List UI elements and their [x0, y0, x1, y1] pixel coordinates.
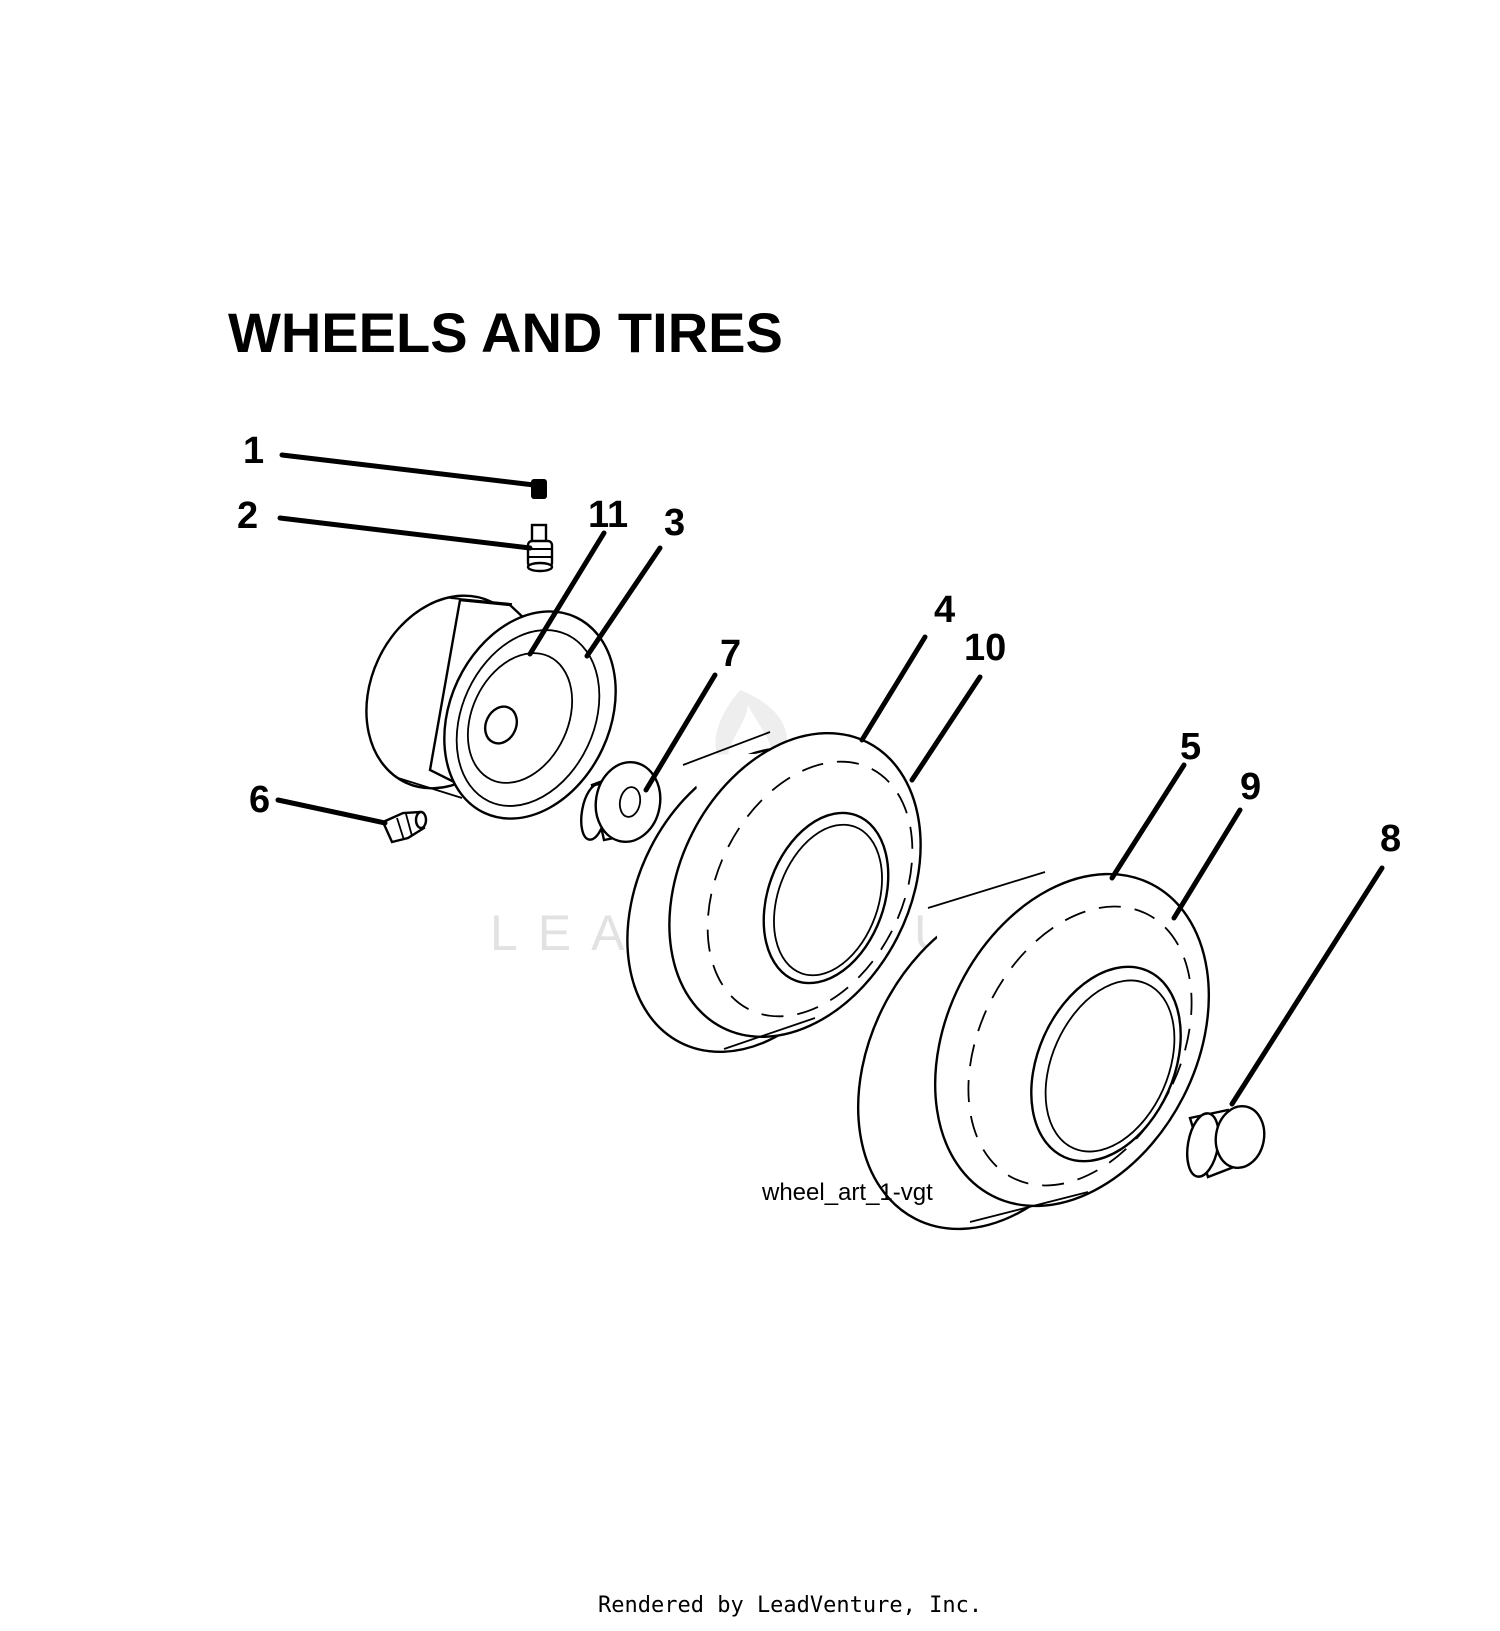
grease-fitting[interactable]	[381, 810, 428, 844]
wheel-rim[interactable]	[336, 569, 648, 847]
callout-7[interactable]: 7	[720, 633, 741, 675]
callout-4[interactable]: 4	[934, 589, 955, 631]
leader-2	[277, 515, 533, 551]
leader-lines	[275, 452, 1385, 1107]
leader-9	[1171, 807, 1243, 921]
leader-6	[275, 797, 388, 826]
callout-2[interactable]: 2	[237, 495, 258, 537]
footer-credit: Rendered by LeadVenture, Inc.	[598, 1593, 982, 1618]
leader-4	[859, 634, 928, 743]
callout-1[interactable]: 1	[243, 430, 264, 472]
bushing[interactable]	[577, 757, 666, 847]
leader-7	[643, 672, 718, 793]
hub-cap[interactable]	[1183, 1102, 1269, 1179]
callouts: 1 2 11 3 7 4 10 5 9 8 6	[237, 430, 1401, 860]
callout-11[interactable]: 11	[588, 494, 628, 536]
leader-1	[279, 452, 537, 488]
leader-10	[909, 674, 983, 783]
callout-6[interactable]: 6	[249, 779, 270, 821]
front-tire[interactable]	[578, 690, 970, 1095]
rear-tire[interactable]	[804, 827, 1263, 1275]
callout-9[interactable]: 9	[1240, 766, 1261, 808]
diagram-title: WHEELS AND TIRES	[228, 301, 783, 364]
callout-5[interactable]: 5	[1180, 726, 1201, 768]
art-reference: wheel_art_1-vgt	[761, 1179, 933, 1206]
callout-10[interactable]: 10	[964, 627, 1006, 669]
leader-5	[1109, 762, 1187, 881]
callout-3[interactable]: 3	[664, 502, 685, 544]
leader-8	[1229, 865, 1385, 1107]
leader-11	[527, 530, 607, 657]
valve-cap[interactable]	[531, 479, 547, 499]
leader-3	[584, 545, 663, 659]
valve-stem[interactable]	[526, 523, 554, 573]
callout-8[interactable]: 8	[1380, 818, 1401, 860]
